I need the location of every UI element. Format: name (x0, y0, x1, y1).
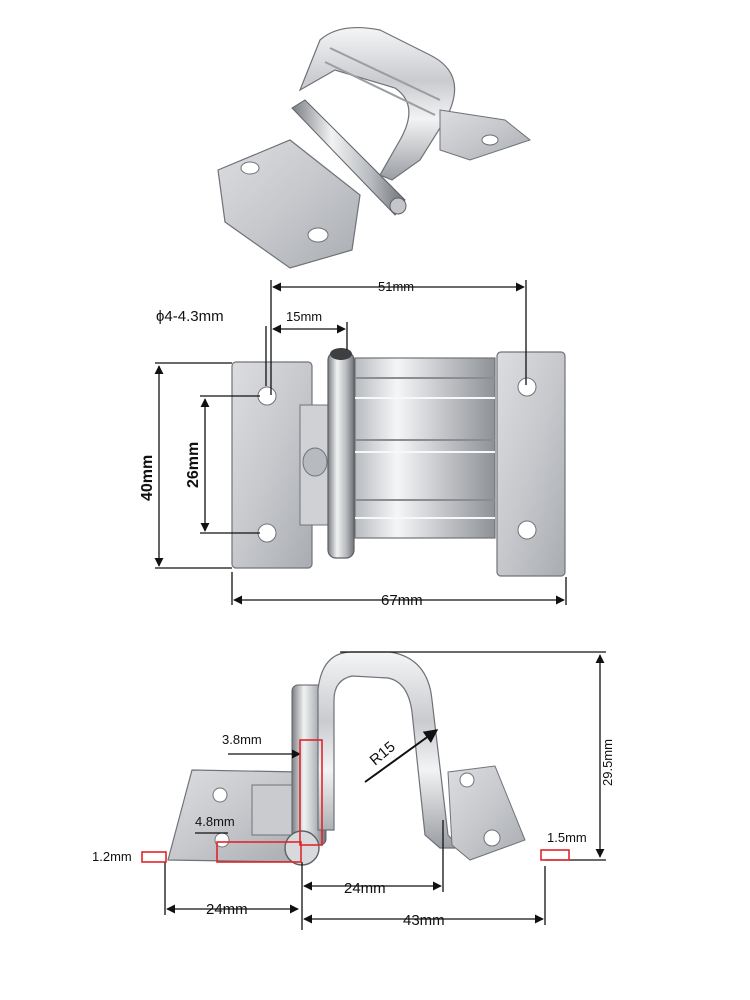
marker-3-8 (299, 739, 323, 846)
marker-1-5 (540, 849, 570, 861)
label-1-5mm: 1.5mm (547, 830, 587, 845)
red-markers (141, 739, 570, 863)
label-hole-diameter: ϕ4-4.3mm (156, 308, 224, 325)
perspective-barrel (291, 99, 406, 216)
perspective-hole-1 (240, 161, 260, 175)
front-right-plate (496, 351, 566, 577)
front-hole-1 (257, 386, 277, 406)
front-dimensions (154, 280, 567, 605)
label-29-5mm: 29.5mm (600, 739, 615, 786)
perspective-hole-2 (307, 227, 329, 243)
front-hole-3 (517, 377, 537, 397)
perspective-left-plate (217, 139, 361, 269)
marker-4-8 (216, 841, 302, 863)
side-right-tab (447, 765, 526, 861)
perspective-hole-3 (481, 134, 499, 146)
front-view (231, 348, 566, 577)
front-pin (327, 351, 355, 559)
label-24mm-left: 24mm (206, 901, 248, 918)
perspective-u-cover (298, 26, 456, 181)
labels: 51mm ϕ4-4.3mm 15mm 40mm 26mm 67mm 3.8mm … (92, 279, 615, 929)
label-r15: R15 (367, 738, 399, 769)
perspective-view (217, 26, 532, 269)
label-51mm: 51mm (378, 279, 414, 294)
label-43mm: 43mm (403, 912, 445, 929)
marker-1-2 (141, 851, 167, 863)
label-4-8mm: 4.8mm (195, 814, 235, 829)
perspective-right-tab (439, 109, 532, 161)
label-1-2mm: 1.2mm (92, 849, 132, 864)
front-cover (354, 357, 496, 539)
front-hole-2 (257, 523, 277, 543)
label-26mm: 26mm (185, 442, 202, 488)
label-24mm-middle: 24mm (344, 880, 386, 897)
perspective-pin-end (389, 197, 407, 215)
side-dimensions (164, 651, 606, 930)
label-15mm: 15mm (286, 309, 322, 324)
side-u-cover (317, 651, 462, 849)
label-3-8mm: 3.8mm (222, 732, 262, 747)
front-hole-4 (517, 520, 537, 540)
label-67mm: 67mm (381, 592, 423, 609)
label-40mm: 40mm (139, 455, 156, 501)
